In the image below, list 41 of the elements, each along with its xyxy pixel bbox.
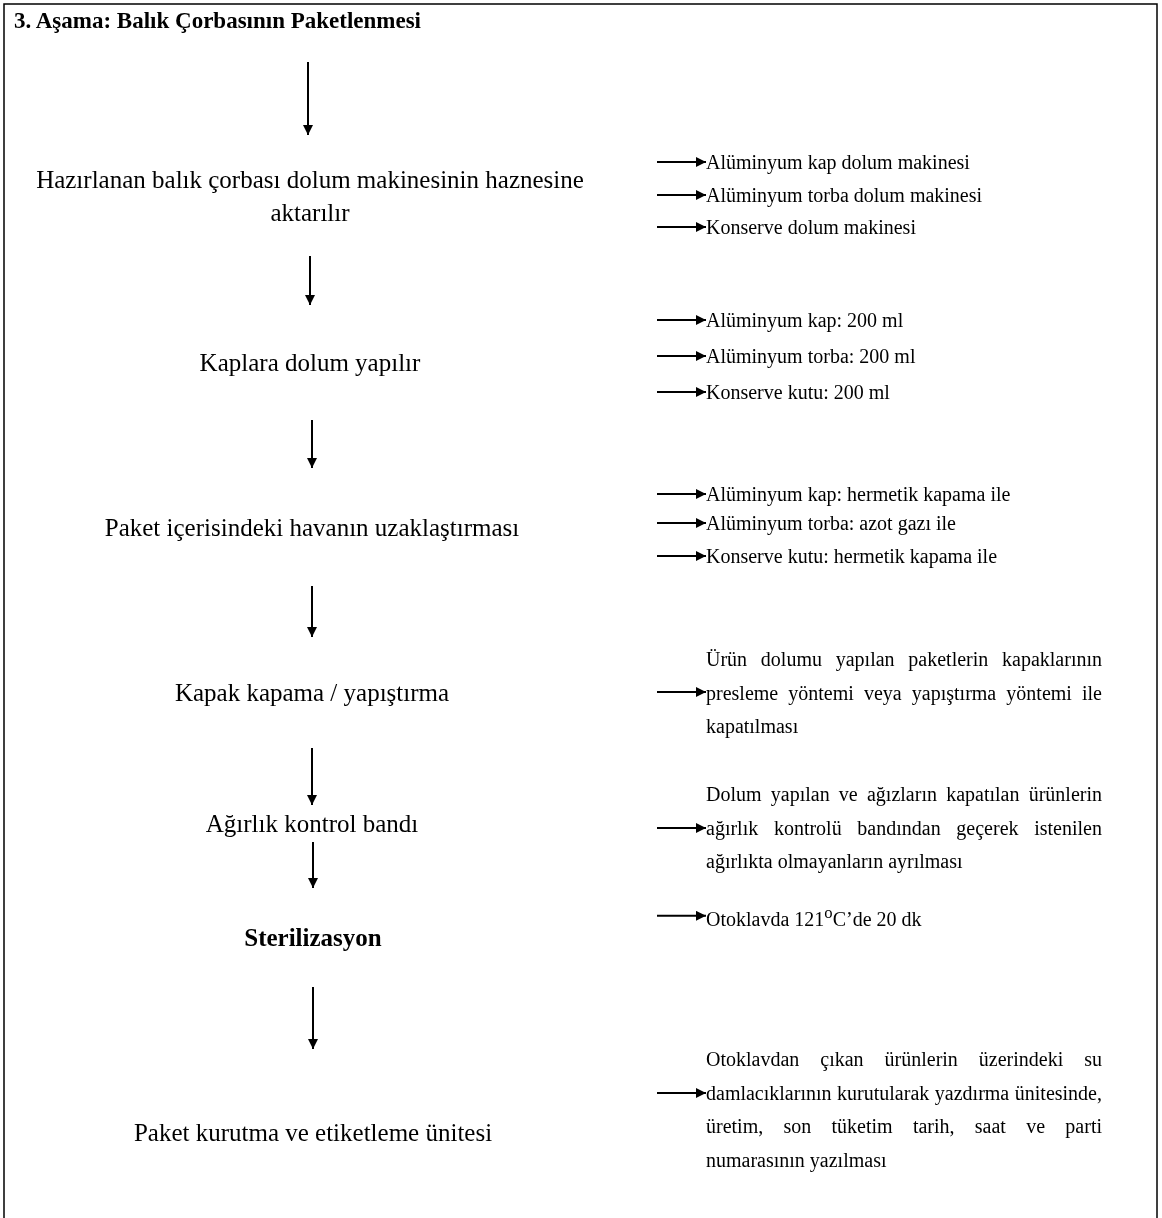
step-text: Kapak kapama / yapıştırma xyxy=(20,637,604,748)
arrow xyxy=(656,315,707,325)
step-text: Paket içerisindeki havanın uzaklaştırması xyxy=(20,468,604,586)
note-text: Alüminyum kap dolum makinesi xyxy=(706,148,1102,176)
arrow xyxy=(303,61,313,136)
note-text: Otoklavda 121$^{o}$C’de 20 dk xyxy=(706,899,1102,933)
arrow xyxy=(656,518,707,528)
step-text: Ağırlık kontrol bandı xyxy=(20,805,604,842)
arrow xyxy=(656,823,707,833)
arrow xyxy=(307,585,317,638)
arrow xyxy=(305,255,315,306)
note-text: Alüminyum kap: 200 ml xyxy=(706,306,1102,334)
note-text: Alüminyum kap: hermetik kapama ile xyxy=(706,480,1102,508)
note-text: Dolum yapılan ve ağızların kapatılan ürünlerin ağırlık kontrolü bandından geçerek istenilen ağırlıkta olmayanların ayrılması xyxy=(706,778,1102,879)
arrow xyxy=(656,489,707,499)
arrow xyxy=(656,222,707,232)
note-text: Alüminyum torba dolum makinesi xyxy=(706,181,1102,209)
note-text: Ürün dolumu yapılan paketlerin kapaklarının presleme yöntemi veya yapıştırma yöntemi ile kapatılması xyxy=(706,643,1102,744)
note-text: Konserve kutu: 200 ml xyxy=(706,378,1102,406)
arrow xyxy=(308,986,318,1050)
arrow xyxy=(656,157,707,167)
step-text: Paket kurutma ve etiketleme ünitesi xyxy=(20,1049,606,1215)
step-text: Kaplara dolum yapılır xyxy=(20,305,600,420)
note-text: Konserve dolum makinesi xyxy=(706,213,1102,241)
step-text: Sterilizasyon xyxy=(20,888,606,987)
note-text: Otoklavdan çıkan ürünlerin üzerindeki su damlacıklarının kurutularak yazdırma ünitesinde, üretim, son tüketim tarih, saat ve parti numarasının yazılması xyxy=(706,1043,1102,1177)
arrow xyxy=(307,747,317,806)
step-text: Hazırlanan balık çorbası dolum makinesinin haznesine aktarılır xyxy=(20,135,600,256)
note-text: Konserve kutu: hermetik kapama ile xyxy=(706,542,1102,570)
arrow xyxy=(307,419,317,469)
arrow xyxy=(656,387,707,397)
note-text: Alüminyum torba: azot gazı ile xyxy=(706,509,1102,537)
note-text: Alüminyum torba: 200 ml xyxy=(706,342,1102,370)
arrow xyxy=(656,551,707,561)
diagram-title: 3. Aşama: Balık Çorbasının Paketlenmesi xyxy=(14,8,421,34)
arrow xyxy=(656,351,707,361)
arrow xyxy=(656,1088,707,1098)
arrow xyxy=(656,190,707,200)
arrow xyxy=(308,841,318,889)
arrow xyxy=(656,910,707,921)
arrow xyxy=(656,687,707,697)
